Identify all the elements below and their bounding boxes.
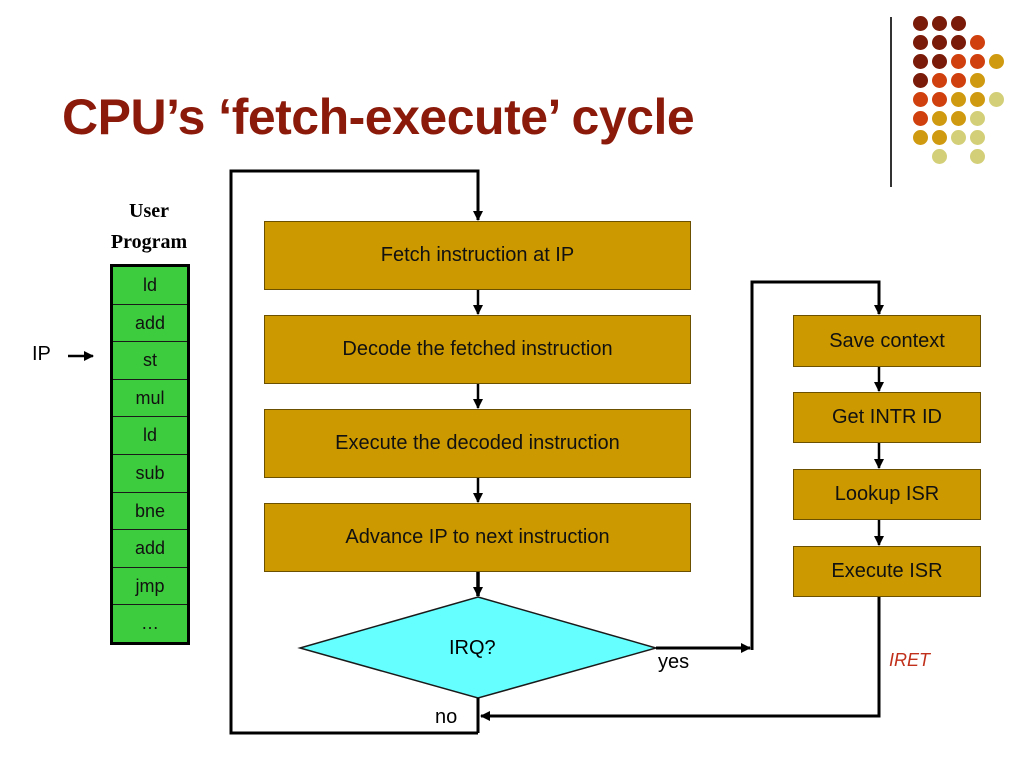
decorative-dot	[913, 130, 928, 145]
instruction-cell: mul	[113, 380, 187, 418]
user-program-heading: User Program	[88, 196, 210, 258]
isr-save-context-label: Save context	[829, 329, 945, 352]
instruction-cell: sub	[113, 455, 187, 493]
decorative-dot	[970, 35, 985, 50]
isr-lookup-box: Lookup ISR	[793, 469, 981, 520]
decorative-dot	[951, 16, 966, 31]
decorative-dot	[970, 130, 985, 145]
isr-lookup-label: Lookup ISR	[834, 483, 940, 505]
slide-title: CPU’s ‘fetch-execute’ cycle	[62, 89, 695, 145]
isr-execute-box: Execute ISR	[793, 546, 981, 597]
loop-back-connector	[229, 169, 483, 735]
decorative-dot	[932, 73, 947, 88]
isr-save-context-box: Save context	[793, 315, 981, 367]
decorative-dot	[970, 92, 985, 107]
step-advance-label: Advance IP to next instruction	[345, 526, 610, 548]
instruction-cell: …	[141, 613, 159, 634]
decorative-dot	[951, 130, 966, 145]
decorative-dot	[951, 35, 966, 50]
no-branch-label: no	[435, 706, 458, 728]
decorative-dot	[913, 92, 928, 107]
decorative-dot	[913, 73, 928, 88]
isr-get-id-box: Get INTR ID	[793, 392, 981, 443]
decorative-dot	[951, 111, 966, 126]
decorative-dot	[970, 54, 985, 69]
decorative-dot	[970, 111, 985, 126]
decorative-dot	[913, 111, 928, 126]
decorative-dot	[932, 149, 947, 164]
yes-branch-connector	[750, 280, 884, 650]
decorative-dot	[932, 92, 947, 107]
step-decode-label: Decode the fetched instruction	[342, 338, 613, 360]
irq-decision-label: IRQ?	[449, 637, 496, 659]
step-advance-box: Advance IP to next instruction	[264, 503, 691, 572]
step-execute-label: Execute the decoded instruction	[335, 432, 620, 454]
decorative-dot	[913, 35, 928, 50]
iret-label: IRET	[889, 650, 931, 670]
decorative-dot	[951, 54, 966, 69]
decorative-dot	[951, 73, 966, 88]
instruction-cell: ld	[113, 267, 187, 305]
user-program-heading-line1: User	[129, 200, 169, 222]
step-fetch-label: Fetch instruction at IP	[380, 244, 575, 266]
decorative-dot	[932, 111, 947, 126]
instruction-cell: add	[113, 530, 187, 568]
decorative-divider	[890, 17, 892, 187]
isr-get-id-label: Get INTR ID	[831, 406, 942, 428]
instruction-cell: add	[113, 305, 187, 343]
instruction-cell: bne	[113, 493, 187, 531]
user-program-heading-line2: Program	[110, 231, 188, 253]
yes-branch-label: yes	[658, 651, 690, 673]
decorative-dot	[970, 149, 985, 164]
step-execute-box: Execute the decoded instruction	[264, 409, 691, 478]
decorative-dot	[951, 92, 966, 107]
decorative-dot	[913, 54, 928, 69]
step-fetch-box: Fetch instruction at IP	[264, 221, 691, 290]
instruction-cell: ld	[113, 417, 187, 455]
decorative-dot	[932, 35, 947, 50]
decorative-dot	[913, 16, 928, 31]
decorative-dot	[989, 54, 1004, 69]
decorative-dot	[989, 92, 1004, 107]
user-program-instruction-list: ld add st mul ld sub bne add jmp …	[110, 264, 190, 645]
decorative-dot	[970, 73, 985, 88]
ip-pointer-label: IP	[32, 343, 51, 365]
isr-execute-label: Execute ISR	[831, 560, 943, 582]
decorative-dot	[932, 130, 947, 145]
iret-return-connector	[480, 597, 881, 721]
decorative-dot	[932, 16, 947, 31]
instruction-cell: jmp	[113, 568, 187, 606]
instruction-cell-current: st	[113, 342, 187, 380]
step-decode-box: Decode the fetched instruction	[264, 315, 691, 384]
decorative-dot	[932, 54, 947, 69]
